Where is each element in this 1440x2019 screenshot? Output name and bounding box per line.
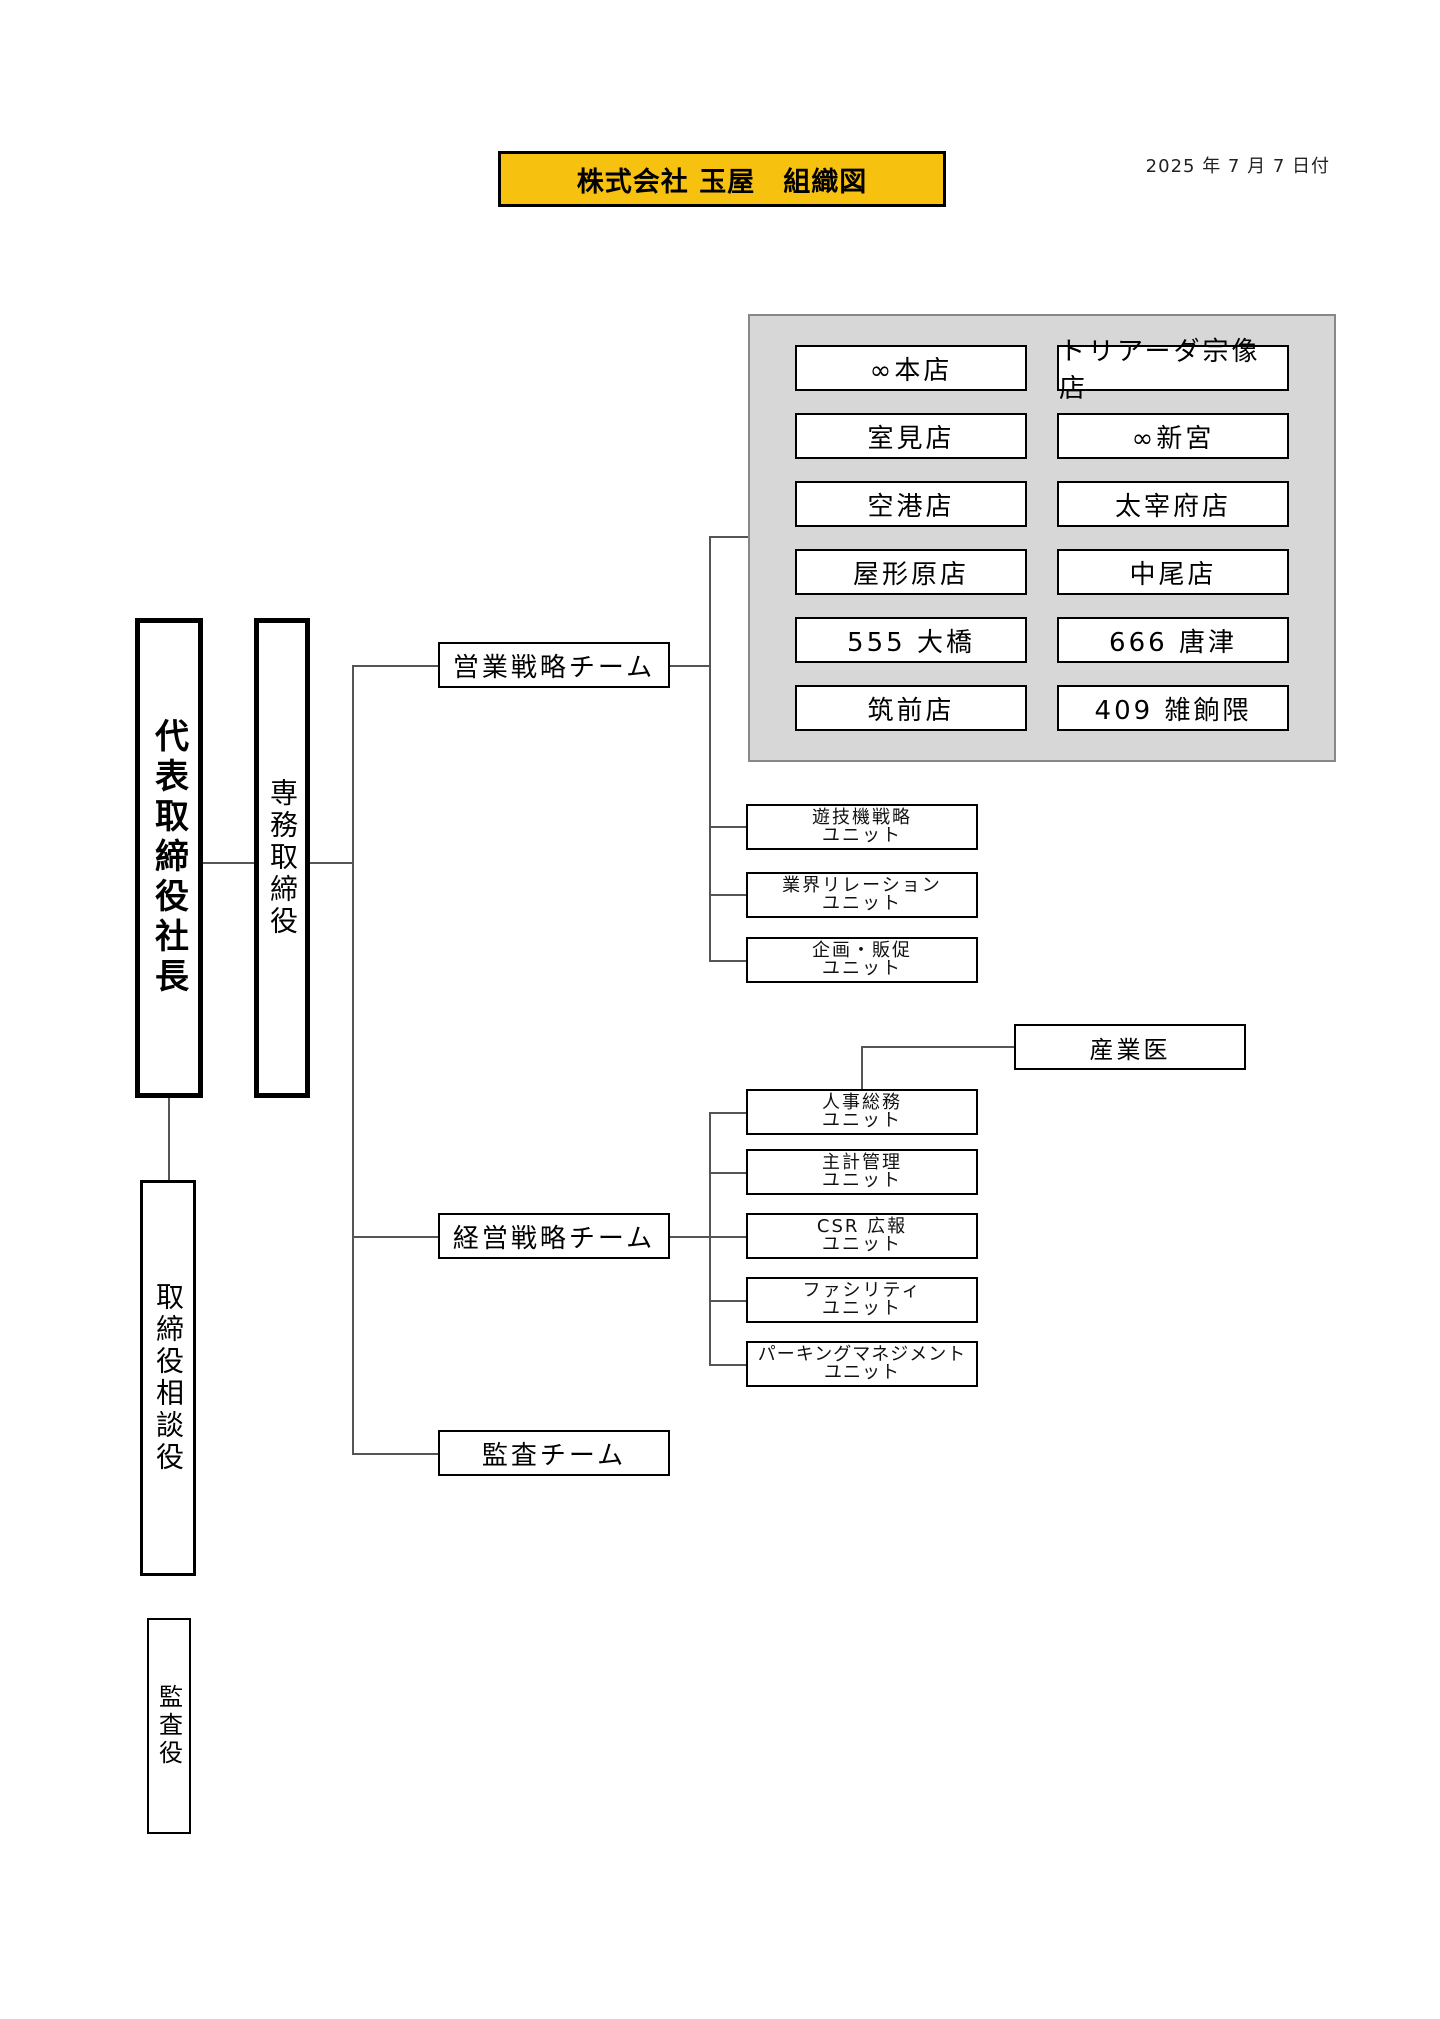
store-box: トリアーダ宗像店 (1057, 337, 1289, 404)
store-name: 中尾店 (1129, 559, 1217, 590)
sales-team-box: 営業戦略チーム (438, 642, 670, 688)
management-unit-box: ファシリティ ユニット (746, 1277, 978, 1323)
store-name: ∞本店 (869, 355, 953, 386)
unit-suffix: ユニット (822, 1110, 902, 1131)
store-name: 666 唐津 (1109, 627, 1237, 658)
store-box: 空港店 (795, 481, 1027, 527)
store-name: ∞新宮 (1131, 423, 1215, 454)
store-name: 室見店 (867, 423, 955, 454)
connector (307, 862, 353, 864)
store-box: ∞新宮 (1057, 413, 1289, 459)
sales-unit-box: 遊技機戦略 ユニット (746, 804, 978, 850)
senior-director-label: 専務取締役 (266, 778, 299, 938)
issue-date: 2025 年 7 月 7 日付 (1145, 156, 1330, 177)
connector (352, 665, 354, 1455)
unit-name: 遊技機戦略 (812, 807, 912, 828)
page-title: 株式会社 玉屋 組織図 (498, 151, 946, 207)
auditor-label: 監査役 (154, 1684, 183, 1768)
store-name: 太宰府店 (1114, 491, 1231, 522)
unit-suffix: ユニット (822, 825, 902, 846)
president-label: 代表取締役社長 (148, 718, 189, 998)
store-name: 空港店 (867, 491, 955, 522)
connector (168, 1096, 170, 1182)
connector (352, 665, 440, 667)
management-unit-box: CSR 広報 ユニット (746, 1213, 978, 1259)
management-unit-box: 主計管理 ユニット (746, 1149, 978, 1195)
connector (709, 1236, 747, 1238)
unit-suffix: ユニット (822, 958, 902, 979)
connector (709, 1172, 747, 1174)
connector (670, 1236, 710, 1238)
store-name: 555 大橋 (847, 627, 975, 658)
unit-suffix: ユニット (824, 1362, 900, 1383)
connector (709, 826, 747, 828)
store-box: 中尾店 (1057, 549, 1289, 595)
store-name: 409 雑餉隈 (1094, 695, 1252, 726)
connector (709, 960, 747, 962)
unit-suffix: ユニット (822, 1170, 902, 1191)
connector (709, 536, 749, 538)
connector (200, 862, 256, 864)
store-box: 室見店 (795, 413, 1027, 459)
store-box: 409 雑餉隈 (1057, 685, 1289, 731)
store-box: 太宰府店 (1057, 481, 1289, 527)
store-name: トリアーダ宗像店 (1059, 337, 1261, 404)
connector (709, 1112, 711, 1366)
connector (709, 1364, 747, 1366)
unit-name: CSR 広報 (816, 1216, 908, 1237)
connector (861, 1046, 863, 1090)
sales-unit-box: 業界リレーション ユニット (746, 872, 978, 918)
connector (709, 894, 747, 896)
store-box: 555 大橋 (795, 617, 1027, 663)
advisor-box: 取締役相談役 (140, 1180, 196, 1576)
occupational-doctor-label: 産業医 (1089, 1035, 1171, 1064)
store-box: 筑前店 (795, 685, 1027, 731)
management-unit-box: パーキングマネジメント ユニット (746, 1341, 978, 1387)
auditor-box: 監査役 (147, 1618, 191, 1834)
unit-suffix: ユニット (822, 1298, 902, 1319)
unit-name: 主計管理 (822, 1152, 902, 1173)
connector (861, 1046, 1015, 1048)
occupational-doctor-box: 産業医 (1014, 1024, 1246, 1070)
connector (709, 536, 711, 962)
senior-director-box: 専務取締役 (254, 618, 310, 1098)
advisor-label: 取締役相談役 (152, 1282, 185, 1474)
sales-unit-box: 企画・販促 ユニット (746, 937, 978, 983)
connector (709, 1300, 747, 1302)
store-name: 屋形原店 (852, 559, 969, 590)
unit-suffix: ユニット (822, 1234, 902, 1255)
store-box: ∞本店 (795, 345, 1027, 391)
unit-suffix: ユニット (822, 893, 902, 914)
unit-name: 企画・販促 (812, 940, 912, 961)
unit-name: ファシリティ (802, 1280, 922, 1301)
unit-name: パーキングマネジメント (757, 1344, 967, 1365)
audit-team-label: 監査チーム (481, 1440, 627, 1471)
connector (670, 665, 710, 667)
unit-name: 業界リレーション (782, 875, 942, 896)
management-team-box: 経営戦略チーム (438, 1213, 670, 1259)
store-box: 屋形原店 (795, 549, 1027, 595)
store-box: 666 唐津 (1057, 617, 1289, 663)
audit-team-box: 監査チーム (438, 1430, 670, 1476)
store-name: 筑前店 (867, 695, 955, 726)
president-box: 代表取締役社長 (135, 618, 203, 1098)
unit-name: 人事総務 (822, 1092, 902, 1113)
management-unit-box: 人事総務 ユニット (746, 1089, 978, 1135)
sales-team-label: 営業戦略チーム (452, 652, 656, 683)
management-team-label: 経営戦略チーム (452, 1223, 656, 1254)
connector (352, 1453, 440, 1455)
connector (352, 1236, 440, 1238)
connector (709, 1112, 747, 1114)
